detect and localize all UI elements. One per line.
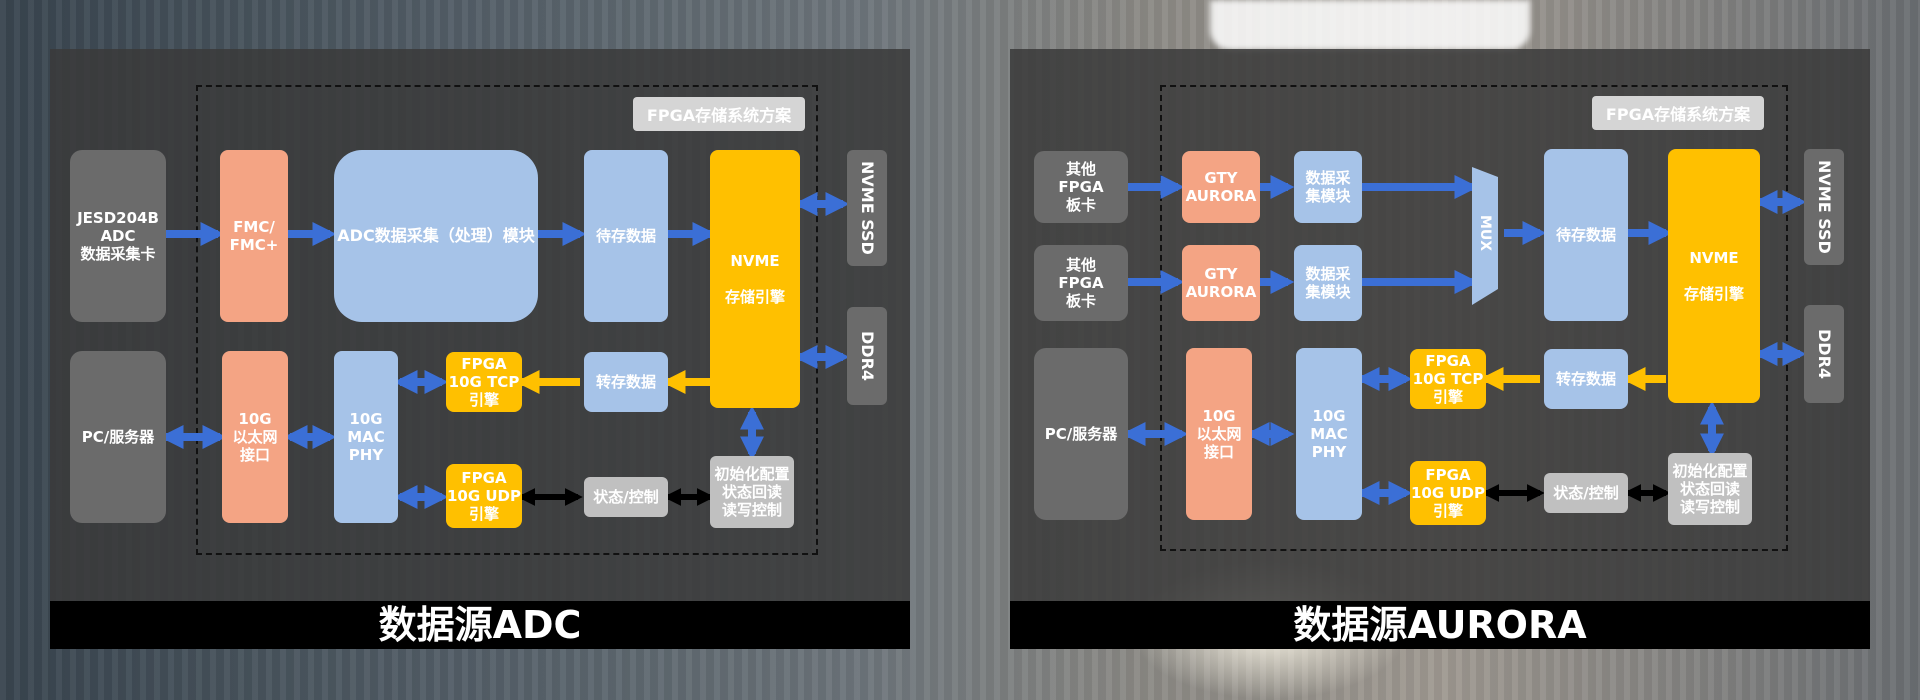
init-config-control: 初始化配置 状态回读 读写控制 (710, 456, 794, 528)
status-control: 状态/控制 (584, 477, 668, 517)
pending-storage-data: 待存数据 (1544, 149, 1628, 321)
background-ceiling-light (1210, 0, 1530, 50)
tcp-engine: FPGA 10G TCP 引擎 (446, 352, 522, 412)
gty-aurora-2: GTY AURORA (1182, 245, 1260, 321)
ethernet-interface: 10G 以太网 接口 (1186, 348, 1252, 520)
fpga-system-boundary (1160, 85, 1788, 551)
adc-acquisition-module: ADC数据采集（处理）模块 (334, 150, 538, 322)
tcp-engine: FPGA 10G TCP 引擎 (1410, 349, 1486, 409)
fpga-system-badge: FPGA存储系统方案 (633, 97, 805, 131)
fpga-board-source-2: 其他 FPGA 板卡 (1034, 245, 1128, 321)
transfer-data: 转存数据 (584, 352, 668, 412)
panel-title-adc: 数据源ADC (50, 601, 910, 649)
udp-engine: FPGA 10G UDP 引擎 (1410, 461, 1486, 525)
pc-server: PC/服务器 (70, 351, 166, 523)
ddr4-memory: DDR4 (847, 307, 887, 405)
acquisition-module-1: 数据采 集模块 (1294, 151, 1362, 223)
ethernet-interface: 10G 以太网 接口 (222, 351, 288, 523)
mux-label: MUX (1477, 214, 1493, 252)
fpga-system-boundary (196, 85, 818, 555)
mux-shape (1472, 167, 1498, 305)
nvme-ssd: NVME SSD (847, 150, 887, 266)
mac-phy: 10G MAC PHY (334, 351, 398, 523)
mac-phy: 10G MAC PHY (1296, 348, 1362, 520)
fpga-system-badge: FPGA存储系统方案 (1592, 96, 1764, 130)
nvme-storage-engine: NVME 存储引擎 (710, 150, 800, 408)
jesd204b-adc-card: JESD204B ADC 数据采集卡 (70, 150, 166, 322)
status-control: 状态/控制 (1544, 473, 1628, 513)
fmc-connector: FMC/ FMC+ (220, 150, 288, 322)
panel-aurora: FPGA存储系统方案 (1010, 49, 1870, 649)
aurora-connection-arrows (1121, 167, 1807, 505)
ddr4-memory: DDR4 (1804, 305, 1844, 403)
panel-adc: FPGA存储系统方案 JESD204B ADC (50, 49, 910, 649)
gty-aurora-1: GTY AURORA (1182, 151, 1260, 223)
nvme-ssd: NVME SSD (1804, 149, 1844, 265)
panel-title-aurora: 数据源AURORA (1010, 601, 1870, 649)
transfer-data: 转存数据 (1544, 349, 1628, 409)
udp-engine: FPGA 10G UDP 引擎 (446, 464, 522, 528)
pending-storage-data: 待存数据 (584, 150, 668, 322)
adc-connection-arrows (159, 192, 850, 509)
acquisition-module-2: 数据采 集模块 (1294, 245, 1362, 321)
pc-server: PC/服务器 (1034, 348, 1128, 520)
nvme-storage-engine: NVME 存储引擎 (1668, 149, 1760, 403)
fpga-board-source-1: 其他 FPGA 板卡 (1034, 151, 1128, 223)
init-config-control: 初始化配置 状态回读 读写控制 (1668, 453, 1752, 525)
